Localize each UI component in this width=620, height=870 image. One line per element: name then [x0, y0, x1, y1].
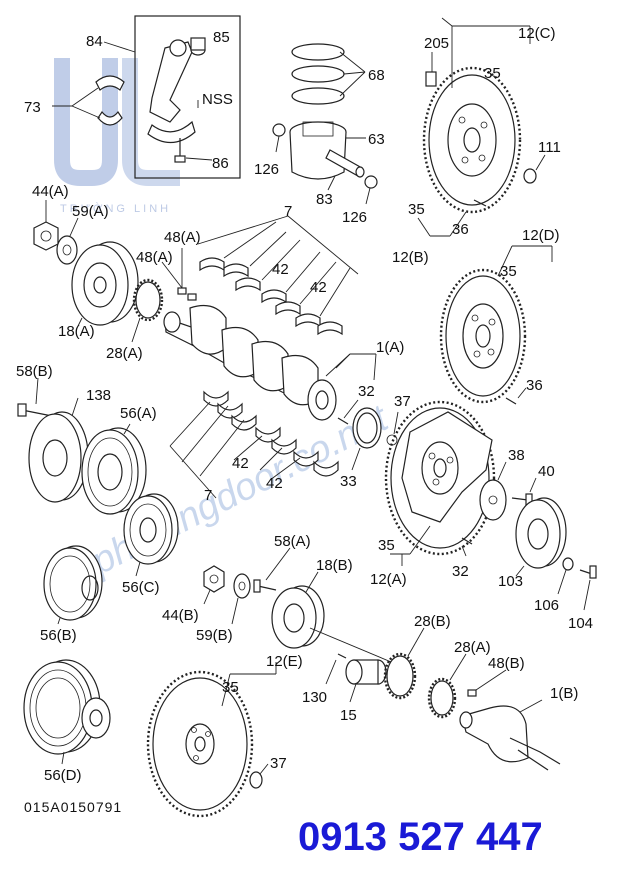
callout-56d: 56(D) [44, 767, 82, 784]
callout-15: 15 [340, 707, 357, 724]
callout-38: 38 [508, 447, 525, 464]
callout-12e: 12(E) [266, 653, 303, 670]
connecting-rod-group [52, 15, 241, 179]
callout-130: 130 [302, 689, 327, 706]
callout-7-upper: 7 [284, 203, 292, 220]
callout-36-lower: 36 [526, 377, 543, 394]
callout-35-12a: 35 [378, 537, 395, 554]
callout-28b: 28(B) [414, 613, 451, 630]
callout-42-upper-b: 42 [310, 279, 327, 296]
callout-48a-bottom: 48(A) [136, 249, 173, 266]
callout-44a: 44(A) [32, 183, 69, 200]
flywheel-12e [146, 662, 277, 818]
callout-58a: 58(A) [274, 533, 311, 550]
callout-83: 83 [316, 191, 333, 208]
callout-32-upper: 32 [358, 383, 375, 400]
callout-56c: 56(C) [122, 579, 160, 596]
rear-gear-group [325, 627, 561, 771]
drawing-code: 015A0150791 [24, 799, 122, 815]
crank-pulley-56a-group [17, 377, 147, 515]
callout-84: 84 [86, 33, 103, 50]
callout-7-lower: 7 [204, 487, 212, 504]
callout-33: 33 [340, 473, 357, 490]
callout-86: 86 [212, 155, 229, 172]
callout-56a: 56(A) [120, 405, 157, 422]
callout-42-lower-a: 42 [232, 455, 249, 472]
main-bearings-lower [169, 390, 339, 499]
callout-42-upper-a: 42 [272, 261, 289, 278]
callout-73: 73 [24, 99, 41, 116]
callout-126-left: 126 [254, 161, 279, 178]
callout-42-lower-b: 42 [266, 475, 283, 492]
crankshaft-1a [163, 305, 377, 425]
callout-18b: 18(B) [316, 557, 353, 574]
callout-40: 40 [538, 463, 555, 480]
pulley-56b [43, 545, 103, 625]
callout-48b: 48(B) [488, 655, 525, 672]
callout-44b: 44(B) [162, 607, 199, 624]
callout-48a-top: 48(A) [164, 229, 201, 246]
callout-18a: 18(A) [58, 323, 95, 340]
callout-103: 103 [498, 573, 523, 590]
callout-12c: 12(C) [518, 25, 556, 42]
pulley-56c [123, 493, 179, 577]
callout-35-12b: 35 [408, 201, 425, 218]
callout-36-upper: 36 [452, 221, 469, 238]
main-bearings-upper [197, 215, 359, 336]
callout-59b: 59(B) [196, 627, 233, 644]
flywheel-12a [384, 400, 597, 611]
callout-58b: 58(B) [16, 363, 53, 380]
callout-37-upper: 37 [394, 393, 411, 410]
callout-37-lower: 37 [270, 755, 287, 772]
callout-111: 111 [538, 139, 561, 156]
watermark-logo-text: TRƯỜNG LINH [60, 202, 171, 215]
callout-106: 106 [534, 597, 559, 614]
callout-104: 104 [568, 615, 593, 632]
callout-1a: 1(A) [376, 339, 404, 356]
flywheel-12d [439, 245, 553, 405]
callout-35-12c: 35 [484, 65, 501, 82]
callout-nss: NSS [202, 91, 233, 108]
front-pulley-group [33, 200, 197, 343]
callout-35-12e: 35 [222, 679, 239, 696]
callout-56b: 56(B) [40, 627, 77, 644]
callout-205: 205 [424, 35, 449, 52]
callout-138: 138 [86, 387, 111, 404]
callout-32-lower: 32 [452, 563, 469, 580]
callout-85: 85 [213, 29, 230, 46]
callout-126-right: 126 [342, 209, 367, 226]
callout-68: 68 [368, 67, 385, 84]
piston-group [272, 43, 378, 205]
callout-28a: 28(A) [106, 345, 143, 362]
callout-12a: 12(A) [370, 571, 407, 588]
callout-59a: 59(A) [72, 203, 109, 220]
callout-1b: 1(B) [550, 685, 578, 702]
flywheel-12c [417, 17, 546, 237]
callout-labels: 84 85 73 NSS 86 68 63 126 83 126 205 12(… [16, 25, 593, 784]
callout-63: 63 [368, 131, 385, 148]
callout-28a-lower: 28(A) [454, 639, 491, 656]
callout-12b: 12(B) [392, 249, 429, 266]
pulley-56d [23, 659, 111, 765]
contact-phone: 0913 527 447 [298, 815, 543, 859]
oil-seal-group [351, 407, 399, 471]
front-pulley-18b-group [203, 547, 397, 665]
callout-35-12d: 35 [500, 263, 517, 280]
callout-12d: 12(D) [522, 227, 560, 244]
